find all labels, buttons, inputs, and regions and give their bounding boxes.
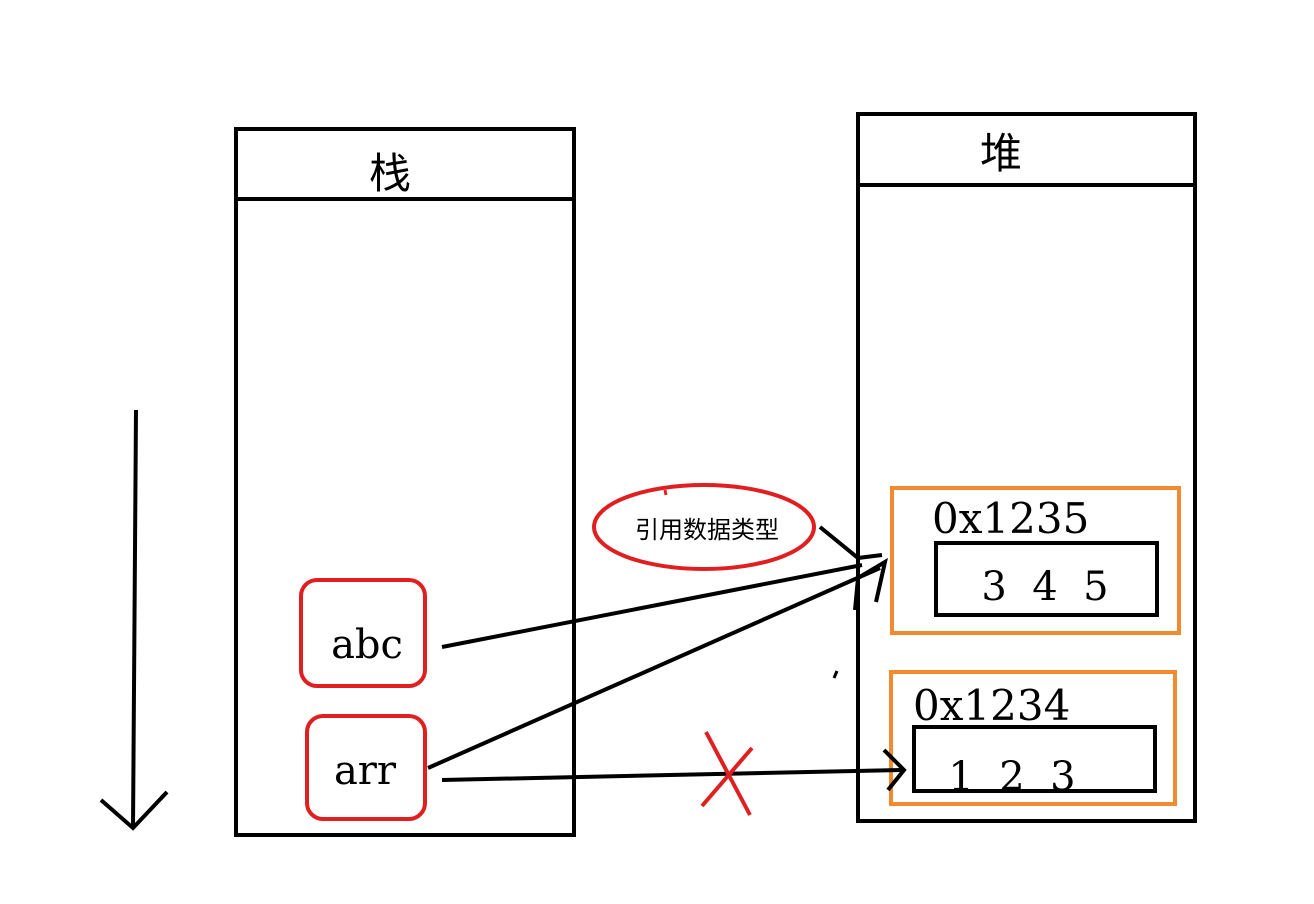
variable-name: abc: [331, 622, 403, 668]
heap-object-0x1234: 0x1234 1 2 3: [889, 670, 1177, 806]
variable-name: arr: [334, 748, 397, 794]
reference-arrow-arr-old: [441, 748, 907, 792]
stack-direction-arrow: [99, 409, 169, 831]
heap-object-values: 1 2 3: [948, 754, 1075, 800]
stack-variable-abc: abc: [299, 578, 427, 688]
heap-object-address: 0x1234: [913, 681, 1070, 730]
stack-variable-arr: arr: [305, 714, 427, 821]
stack-panel: 栈 abc arr: [234, 127, 576, 837]
broken-reference-cross-icon: [700, 731, 754, 816]
heap-title: 堆: [980, 129, 1022, 178]
reference-type-annotation: 引用数据类型: [592, 483, 883, 571]
heap-object-values: 3 4 5: [981, 564, 1108, 610]
reference-type-label: 引用数据类型: [635, 516, 779, 544]
stray-marks: [663, 489, 839, 679]
heap-object-0x1235: 0x1235 3 4 5: [890, 486, 1181, 635]
reference-arrow-arr-new: [427, 557, 888, 770]
reference-arrow-abc: [441, 563, 863, 649]
heap-object-address: 0x1235: [932, 494, 1089, 543]
stack-title: 栈: [369, 149, 411, 198]
heap-panel: 堆 0x1235 3 4 5 0x1234 1 2 3: [856, 112, 1197, 823]
